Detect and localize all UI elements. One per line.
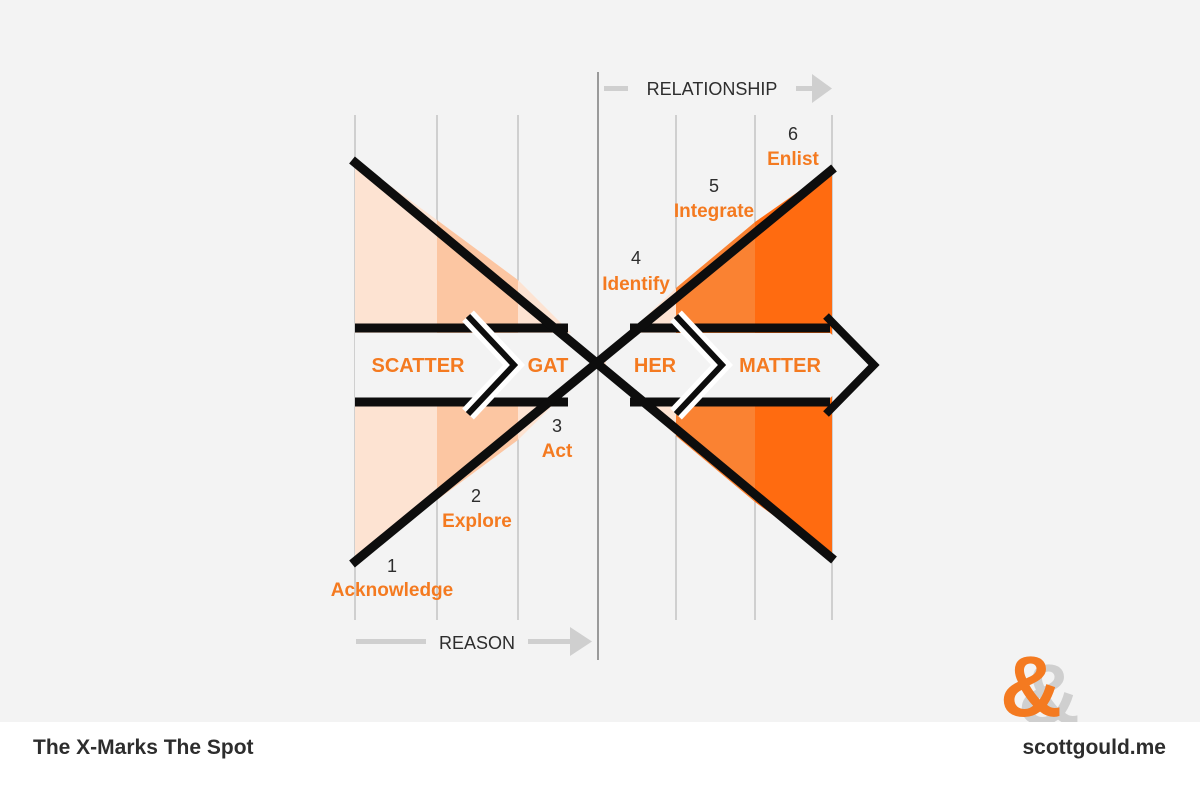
step-labels: 1 Acknowledge 2 Explore 3 Act 4 Identify…: [331, 124, 820, 601]
step-3-number: 3: [552, 416, 562, 436]
x-line-ascending: [349, 164, 837, 568]
step-6-number: 6: [788, 124, 798, 144]
step-4-label: Identify: [602, 274, 670, 295]
arrow-head: [823, 313, 880, 417]
step-4-number: 4: [631, 248, 641, 268]
footer-bar: [0, 722, 1200, 790]
relationship-label: RELATIONSHIP: [647, 79, 778, 99]
x-lines: [349, 156, 837, 568]
step-2-label: Explore: [442, 511, 512, 532]
relationship-axis: RELATIONSHIP: [604, 74, 832, 103]
arrow-band: [355, 310, 880, 420]
chevron-left-outline: [465, 313, 519, 417]
word-scatter: SCATTER: [372, 355, 466, 377]
reason-arrow-shaft: [528, 639, 572, 644]
step-2-number: 2: [471, 486, 481, 506]
word-her: HER: [634, 355, 677, 377]
reason-arrowhead-icon: [570, 627, 592, 656]
step-6-label: Enlist: [767, 149, 819, 170]
arrow-band-right: [606, 333, 870, 398]
step-1-label: Acknowledge: [331, 580, 453, 601]
reason-label: REASON: [439, 633, 515, 653]
reason-arrow-tail: [356, 639, 426, 644]
word-matter: MATTER: [739, 355, 821, 377]
step-3-label: Act: [542, 441, 573, 462]
relationship-arrow-tail: [604, 86, 628, 91]
relationship-arrow-shaft: [796, 86, 814, 91]
x-line-descending: [349, 156, 837, 564]
reason-axis: REASON: [356, 627, 592, 656]
arrow-band-left: [355, 333, 590, 398]
word-gat: GAT: [528, 355, 569, 377]
chevron-right-outline: [673, 313, 727, 417]
step-1-number: 1: [387, 556, 397, 576]
footer-title: The X-Marks The Spot: [33, 736, 254, 759]
step-5-number: 5: [709, 176, 719, 196]
relationship-arrowhead-icon: [812, 74, 832, 103]
footer-url: scottgould.me: [1022, 736, 1166, 759]
arrow-words: SCATTER GAT HER MATTER: [372, 355, 822, 377]
step-5-label: Integrate: [674, 201, 754, 222]
logo-ampersand: &: [1000, 639, 1062, 735]
